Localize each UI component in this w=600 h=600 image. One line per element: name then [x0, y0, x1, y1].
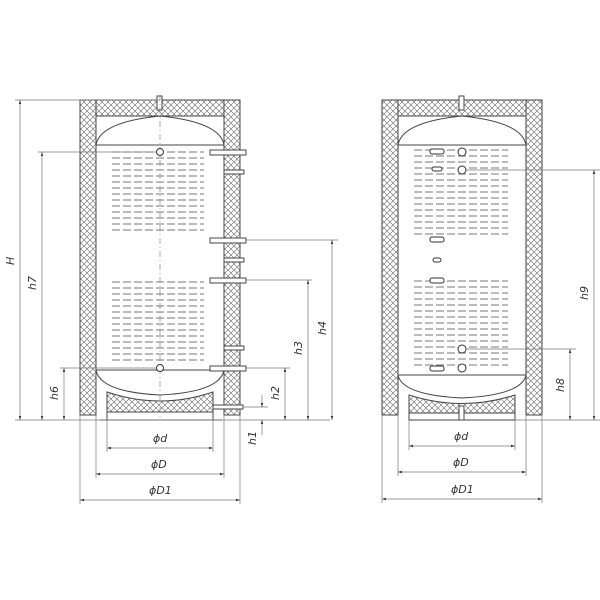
dim-label-h4: h4 — [316, 321, 329, 335]
dim-label-D1-right: ϕD1 — [451, 483, 474, 496]
dim-label-h3: h3 — [292, 341, 305, 355]
dim-label-d-left: ϕd — [153, 432, 168, 445]
dim-label-D1-left: ϕD1 — [149, 484, 172, 497]
dim-label-h6: h6 — [48, 386, 61, 400]
dim-label-h1: h1 — [246, 431, 259, 445]
tank-top-dome — [95, 115, 225, 146]
upper-heat-exchanger-coil — [112, 148, 204, 231]
left-tank-view: H h7 h6 h4 h3 h2 h1 ϕd ϕD — [4, 95, 338, 504]
upper-coil-right — [414, 147, 508, 263]
dim-label-h9: h9 — [578, 286, 591, 300]
right-tank-view: h9 h8 ϕd ϕD ϕD1 — [381, 95, 600, 503]
lower-coil-right — [414, 277, 508, 373]
side-connections — [209, 149, 247, 410]
dim-label-d-right: ϕd — [454, 430, 469, 443]
dim-label-h2: h2 — [269, 386, 282, 400]
lower-heat-exchanger-coil — [112, 281, 204, 372]
dim-label-h8: h8 — [554, 378, 567, 392]
top-nozzle — [156, 95, 163, 111]
dim-label-H: H — [4, 257, 17, 265]
dim-label-h7: h7 — [26, 276, 39, 290]
dim-label-D-right: ϕD — [453, 456, 469, 469]
dim-label-D-left: ϕD — [151, 458, 167, 471]
